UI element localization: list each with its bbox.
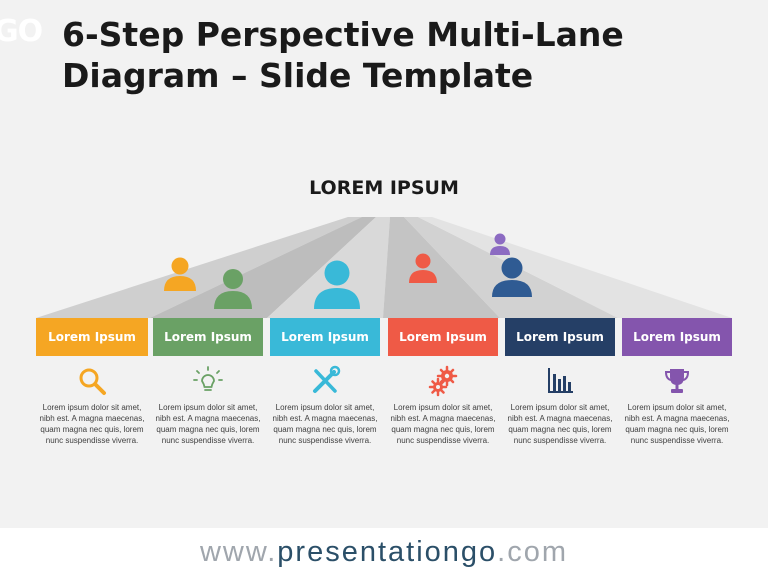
gears-icon [428, 365, 458, 397]
step-description-3: Lorem ipsum dolor sit amet, nibh est. A … [272, 403, 378, 445]
lane-1 [36, 217, 362, 318]
footer-website[interactable]: www.presentationgo.com [0, 528, 768, 576]
step-label-4: Lorem Ipsum [399, 330, 487, 344]
person-navy-icon [492, 257, 532, 297]
diagram-heading: LOREM IPSUM [309, 177, 459, 199]
step-description-4: Lorem ipsum dolor sit amet, nibh est. A … [390, 403, 496, 445]
step-label-1: Lorem Ipsum [48, 330, 136, 344]
footer-prefix: www. [199, 535, 278, 568]
person-green-icon [214, 269, 252, 309]
brand-logo: GO [0, 14, 43, 49]
step-description-1: Lorem ipsum dolor sit amet, nibh est. A … [39, 403, 145, 445]
footer-brand: presentationgo [277, 535, 498, 568]
step-box-4: Lorem Ipsum [388, 318, 498, 356]
person-red-icon [409, 253, 437, 283]
step-box-5: Lorem Ipsum [505, 318, 615, 356]
step-box-3: Lorem Ipsum [270, 318, 380, 356]
step-box-6: Lorem Ipsum [622, 318, 732, 356]
footer-suffix: .com [497, 535, 568, 568]
step-label-5: Lorem Ipsum [516, 330, 604, 344]
person-purple-icon [490, 233, 510, 255]
person-orange-icon [164, 257, 196, 291]
person-blue-icon [314, 260, 360, 309]
step-box-1: Lorem Ipsum [36, 318, 148, 356]
trophy-icon [664, 369, 690, 393]
lane-4 [383, 217, 500, 318]
step-label-3: Lorem Ipsum [281, 330, 369, 344]
step-label-6: Lorem Ipsum [633, 330, 721, 344]
slide-title: 6-Step Perspective Multi-Lane Diagram – … [62, 14, 742, 96]
tools-icon [313, 365, 341, 393]
step-description-6: Lorem ipsum dolor sit amet, nibh est. A … [624, 403, 730, 445]
step-description-2: Lorem ipsum dolor sit amet, nibh est. A … [155, 403, 261, 445]
bar-chart-icon [548, 368, 573, 393]
title-line-1: 6-Step Perspective Multi-Lane [62, 15, 624, 54]
title-line-2: Diagram – Slide Template [62, 56, 534, 95]
step-description-5: Lorem ipsum dolor sit amet, nibh est. A … [507, 403, 613, 445]
step-box-2: Lorem Ipsum [153, 318, 263, 356]
lane-2 [150, 217, 376, 318]
magnifier-icon [79, 368, 106, 395]
lightbulb-icon [193, 366, 223, 391]
step-label-2: Lorem Ipsum [164, 330, 252, 344]
